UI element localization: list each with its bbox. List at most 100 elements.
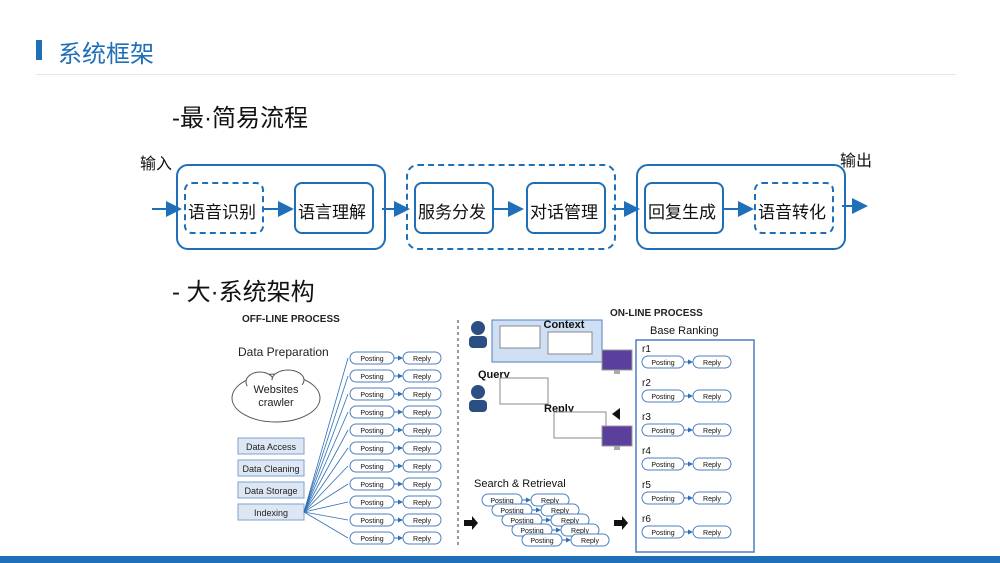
fan-line	[303, 483, 349, 513]
left-arrow-icon	[612, 408, 620, 420]
reply-label: Reply	[413, 536, 431, 543]
reply-label: Reply	[703, 496, 721, 503]
title-divider	[36, 74, 956, 75]
posting-label: Posting	[360, 518, 383, 525]
section-heading-system-architecture: - 大·系统架构	[172, 279, 315, 306]
data-step-cleaning: Data Cleaning	[242, 464, 299, 474]
reply-label: Reply	[413, 428, 431, 435]
reply-label: Reply	[703, 360, 721, 367]
posting-label: Posting	[360, 482, 383, 489]
reply-label: Reply	[413, 410, 431, 417]
crawler-line-2: crawler	[258, 397, 294, 409]
data-preparation-label: Data Preparation	[238, 345, 329, 359]
posting-label: Posting	[651, 530, 674, 537]
monitor-icon-2	[601, 425, 633, 450]
data-step-storage: Data Storage	[244, 486, 297, 496]
reply-label: Reply	[703, 462, 721, 469]
reply-label: Reply	[413, 392, 431, 399]
posting-label: Posting	[651, 428, 674, 435]
posting-label: Posting	[360, 536, 383, 543]
reply-label: Reply	[561, 518, 579, 525]
step-service-dispatch: 服务分发	[414, 182, 494, 234]
user-icon-query	[469, 385, 487, 412]
posting-label: Posting	[360, 356, 383, 363]
reply-label: Reply	[551, 508, 569, 515]
search-retrieval-label: Search & Retrieval	[474, 478, 566, 490]
context-label: Context	[544, 319, 585, 331]
step-response-generation: 回复生成	[644, 182, 724, 234]
rank-pair-5: Posting Reply	[641, 491, 732, 505]
posting-label: Posting	[360, 374, 383, 381]
reply-label: Reply	[413, 374, 431, 381]
posting-label: Posting	[520, 528, 543, 535]
fan-line	[303, 447, 349, 513]
monitor-icon-1	[601, 349, 633, 374]
right-arrow-icon-2	[614, 516, 628, 530]
reply-label: Reply	[581, 538, 599, 545]
data-step-indexing: Indexing	[254, 508, 288, 518]
rank-pair-6: Posting Reply	[641, 525, 732, 539]
page-title: 系统框架	[58, 41, 154, 68]
reply-label: Reply	[413, 500, 431, 507]
reply-label: Reply	[413, 482, 431, 489]
group-perception	[176, 164, 386, 250]
rank-pair-1: Posting Reply	[641, 355, 732, 369]
posting-label: Posting	[360, 500, 383, 507]
posting-label: Posting	[360, 446, 383, 453]
offline-pair-6: Posting Reply	[349, 441, 442, 455]
posting-label: Posting	[651, 360, 674, 367]
reply-label: Reply	[703, 530, 721, 537]
posting-label: Posting	[510, 518, 533, 525]
fan-line	[303, 501, 349, 513]
fan-line	[303, 411, 349, 513]
offline-pair-2: Posting Reply	[349, 369, 442, 383]
rank-label-1: r1	[642, 344, 651, 355]
fan-line	[303, 375, 349, 513]
search-pair-2: Posting Reply	[491, 503, 580, 517]
architecture-figure: OFF-LINE PROCESS Data Preparation Websit…	[231, 308, 755, 553]
title-accent-bar	[36, 40, 42, 60]
posting-label: Posting	[360, 410, 383, 417]
step-speech-recognition: 语音识别	[184, 182, 264, 234]
posting-label: Posting	[651, 394, 674, 401]
section-heading-simple-flow: -最·简易流程	[172, 105, 308, 132]
reply-label: Reply	[413, 446, 431, 453]
reply-label: Reply	[541, 498, 559, 505]
crawler-line-1: Websites	[253, 384, 299, 396]
offline-pair-10: Posting Reply	[349, 513, 442, 527]
offline-pair-5: Posting Reply	[349, 423, 442, 437]
fan-line	[303, 511, 349, 521]
fan-line	[303, 393, 349, 513]
fan-line	[303, 465, 349, 513]
reply-label: Reply	[413, 518, 431, 525]
rank-label-5: r5	[642, 480, 651, 491]
rank-label-6: r6	[642, 514, 651, 525]
base-ranking-panel	[635, 339, 755, 553]
group-response	[636, 164, 846, 250]
rank-label-4: r4	[642, 446, 651, 457]
posting-label: Posting	[500, 508, 523, 515]
posting-label: Posting	[490, 498, 513, 505]
rank-label-3: r3	[642, 412, 651, 423]
posting-label: Posting	[360, 428, 383, 435]
cloud-icon	[231, 369, 321, 423]
fan-line	[303, 429, 349, 513]
user-icon-context	[469, 321, 487, 348]
posting-label: Posting	[651, 496, 674, 503]
posting-label: Posting	[651, 462, 674, 469]
reply-label: Reply	[571, 528, 589, 535]
reply-label: Reply	[413, 464, 431, 471]
fan-line	[303, 511, 349, 539]
output-label: 输出	[840, 153, 873, 170]
offline-pair-11: Posting Reply	[349, 531, 442, 545]
rank-pair-4: Posting Reply	[641, 457, 732, 471]
input-label: 输入	[140, 156, 173, 173]
data-step-access: Data Access	[246, 442, 297, 452]
